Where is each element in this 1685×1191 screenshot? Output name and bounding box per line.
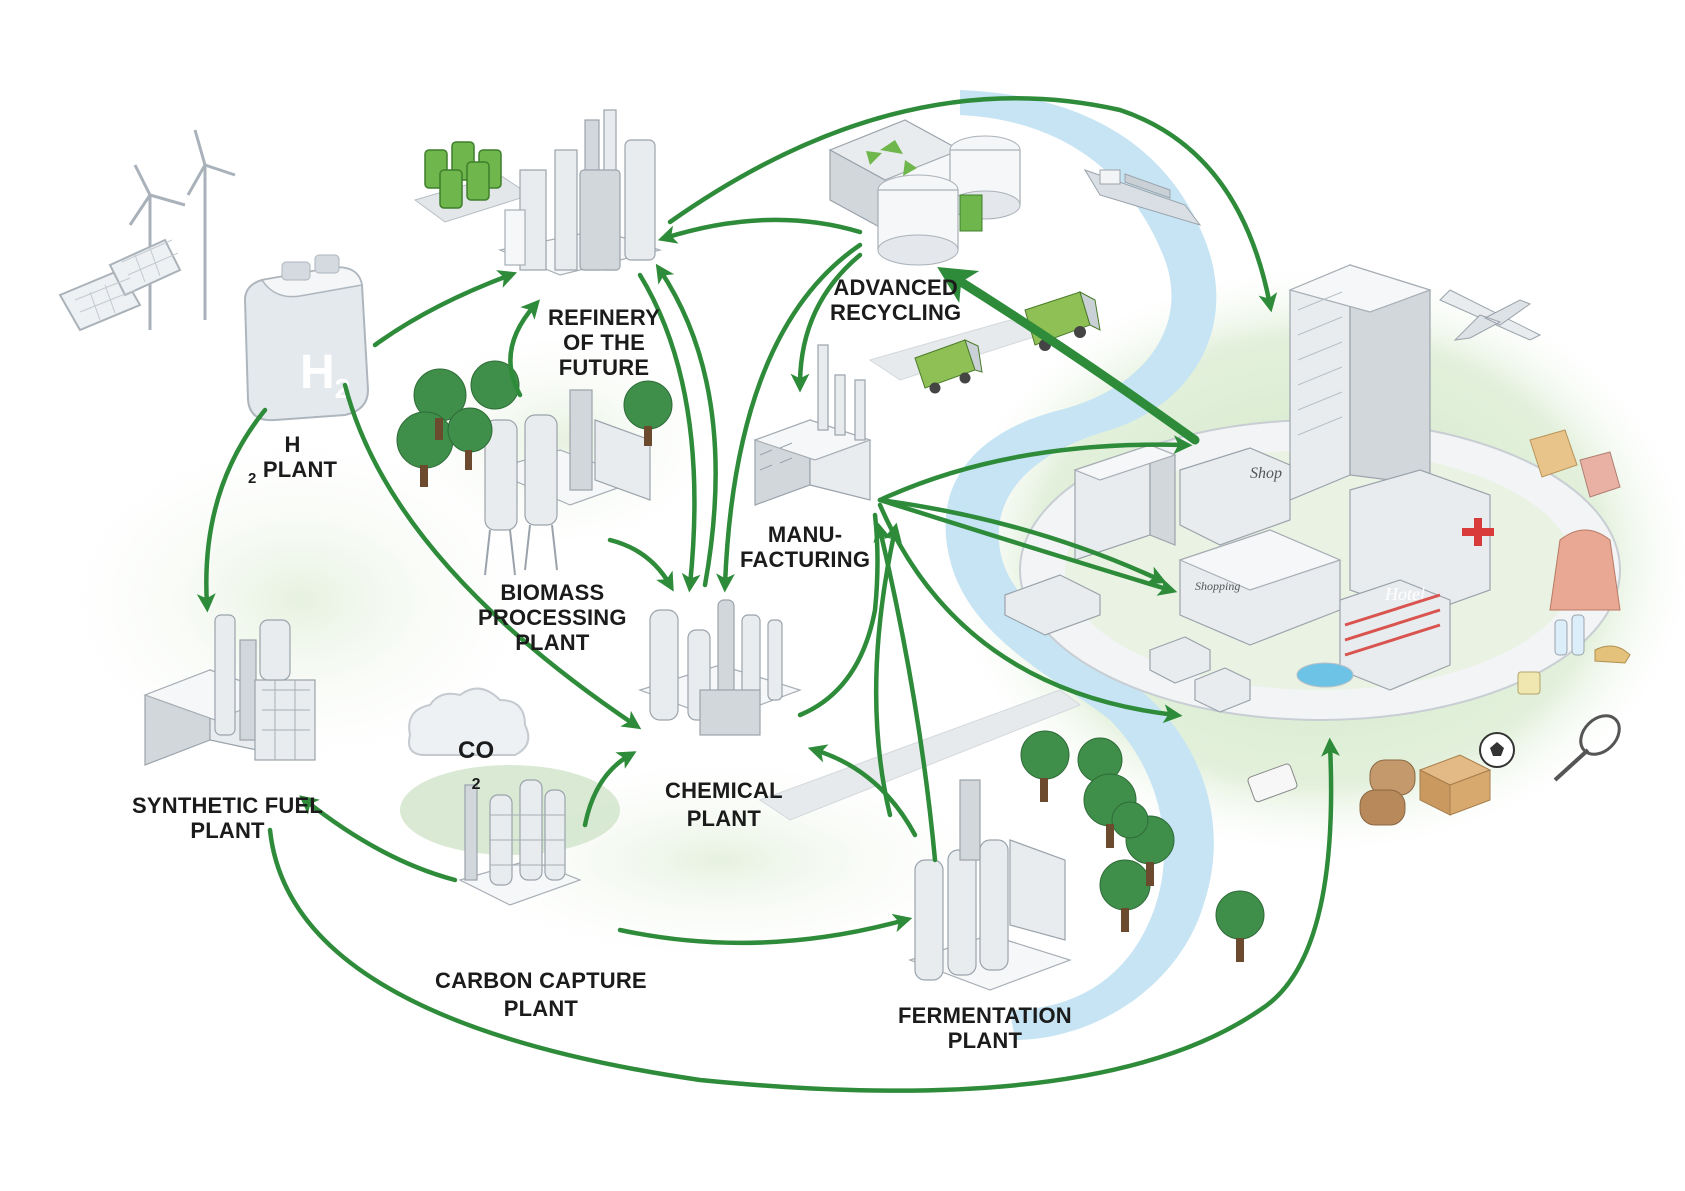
- bottle-icon: [1554, 614, 1585, 656]
- tennis-racket-icon: [1553, 714, 1621, 782]
- shoes-icon: [1594, 645, 1631, 664]
- green-barrels-icon: [413, 141, 532, 223]
- arrow-h2-to-synthetic-fuel: [196, 407, 268, 613]
- advanced-recycling-label: ADVANCED RECYCLING: [830, 275, 962, 325]
- refinery-label: REFINERY OF THE FUTURE: [548, 305, 661, 380]
- flow-arrows: [196, 96, 1340, 1093]
- wind-turbine-icon: [128, 129, 236, 330]
- solar-panel-icon: [58, 238, 182, 332]
- road: [758, 689, 1082, 821]
- arrow-h2-to-refinery: [372, 270, 518, 348]
- arrow-manufacturing-to-city-2: [877, 497, 1167, 584]
- co2-cloud-icon: [408, 687, 530, 756]
- arrow-capture-to-synthetic-fuel: [299, 795, 458, 883]
- shop-sign: Shop: [1250, 465, 1282, 482]
- recycling-facility-icon: [828, 119, 1021, 266]
- arrow-biomass-to-chemical: [607, 537, 674, 592]
- h2-tank-icon: H2: [243, 254, 370, 422]
- tree-icon: [396, 360, 1265, 962]
- arrow-synthetic-fuel-to-city: [267, 737, 1340, 1093]
- arrow-capture-to-fermentation: [617, 913, 913, 946]
- arrow-refinery-to-city: [667, 96, 1278, 313]
- airplane-icon: [1439, 289, 1542, 341]
- arrow-fermentation-to-manufacturing: [873, 522, 938, 863]
- arrow-chemical-to-refinery: [655, 263, 718, 588]
- arrow-manufacturing-to-city-4: [877, 502, 1183, 724]
- carbon-capture-icon: [458, 779, 582, 906]
- garbage-truck-icon: [914, 339, 983, 394]
- smartphone-icon: [1247, 763, 1298, 803]
- fermentation-silo-icon: [908, 779, 1072, 991]
- chemical-plant-label: CHEMICAL PLANT: [665, 778, 783, 831]
- city-icon: Shop Shopping Hotel: [1004, 264, 1621, 721]
- arrow-fermentation-to-chemical: [807, 744, 918, 838]
- refinery-icon: [497, 109, 663, 276]
- synthetic-fuel-plant-icon: [143, 614, 316, 766]
- arrow-recycling-to-manufacturing: [790, 252, 863, 393]
- river: [945, 90, 1217, 1040]
- synthetic-fuel-label: SYNTHETIC FUEL PLANT: [132, 793, 324, 843]
- arrow-refinery-to-chemical-1: [637, 272, 701, 593]
- carbon-capture-label: CARBON CAPTURE PLANT: [435, 968, 647, 1021]
- cardboard-box-icon: [1359, 754, 1492, 826]
- arrow-recycling-to-refinery: [657, 217, 863, 244]
- arrow-capture-to-chemical: [582, 751, 637, 828]
- hotel-sign: Hotel: [1384, 584, 1425, 604]
- jacket-icon: [1549, 529, 1621, 611]
- shopping-sign: Shopping: [1195, 579, 1240, 593]
- chemical-plant-icon: [638, 599, 802, 736]
- armchair-icon: [1529, 429, 1621, 498]
- biomass-processing-label: BIOMASS PROCESSING PLANT: [478, 580, 627, 655]
- arrow-chemical-to-manufacturing: [797, 512, 880, 718]
- arrow-manufacturing-to-city-3: [877, 497, 1178, 596]
- fermentation-label: FERMENTATION PLANT: [898, 1003, 1072, 1053]
- arrow-recycling-to-chemical: [716, 242, 863, 593]
- football-icon: [1479, 732, 1515, 768]
- arrow-city-to-recycling: [937, 266, 1200, 445]
- biomass-silo-icon: [484, 389, 651, 576]
- arrow-biomass-to-refinery: [508, 299, 541, 398]
- arrow-h2-to-chemical: [342, 382, 642, 730]
- cargo-ship-icon: [1083, 169, 1202, 226]
- paint-bucket-icon: [1517, 671, 1541, 695]
- manufacturing-label: MANU- FACTURING: [740, 522, 871, 572]
- factory-icon: [753, 344, 872, 506]
- arrow-fermentation-to-manufacturing-2: [873, 522, 902, 818]
- arrow-manufacturing-to-city-1: [877, 435, 1193, 503]
